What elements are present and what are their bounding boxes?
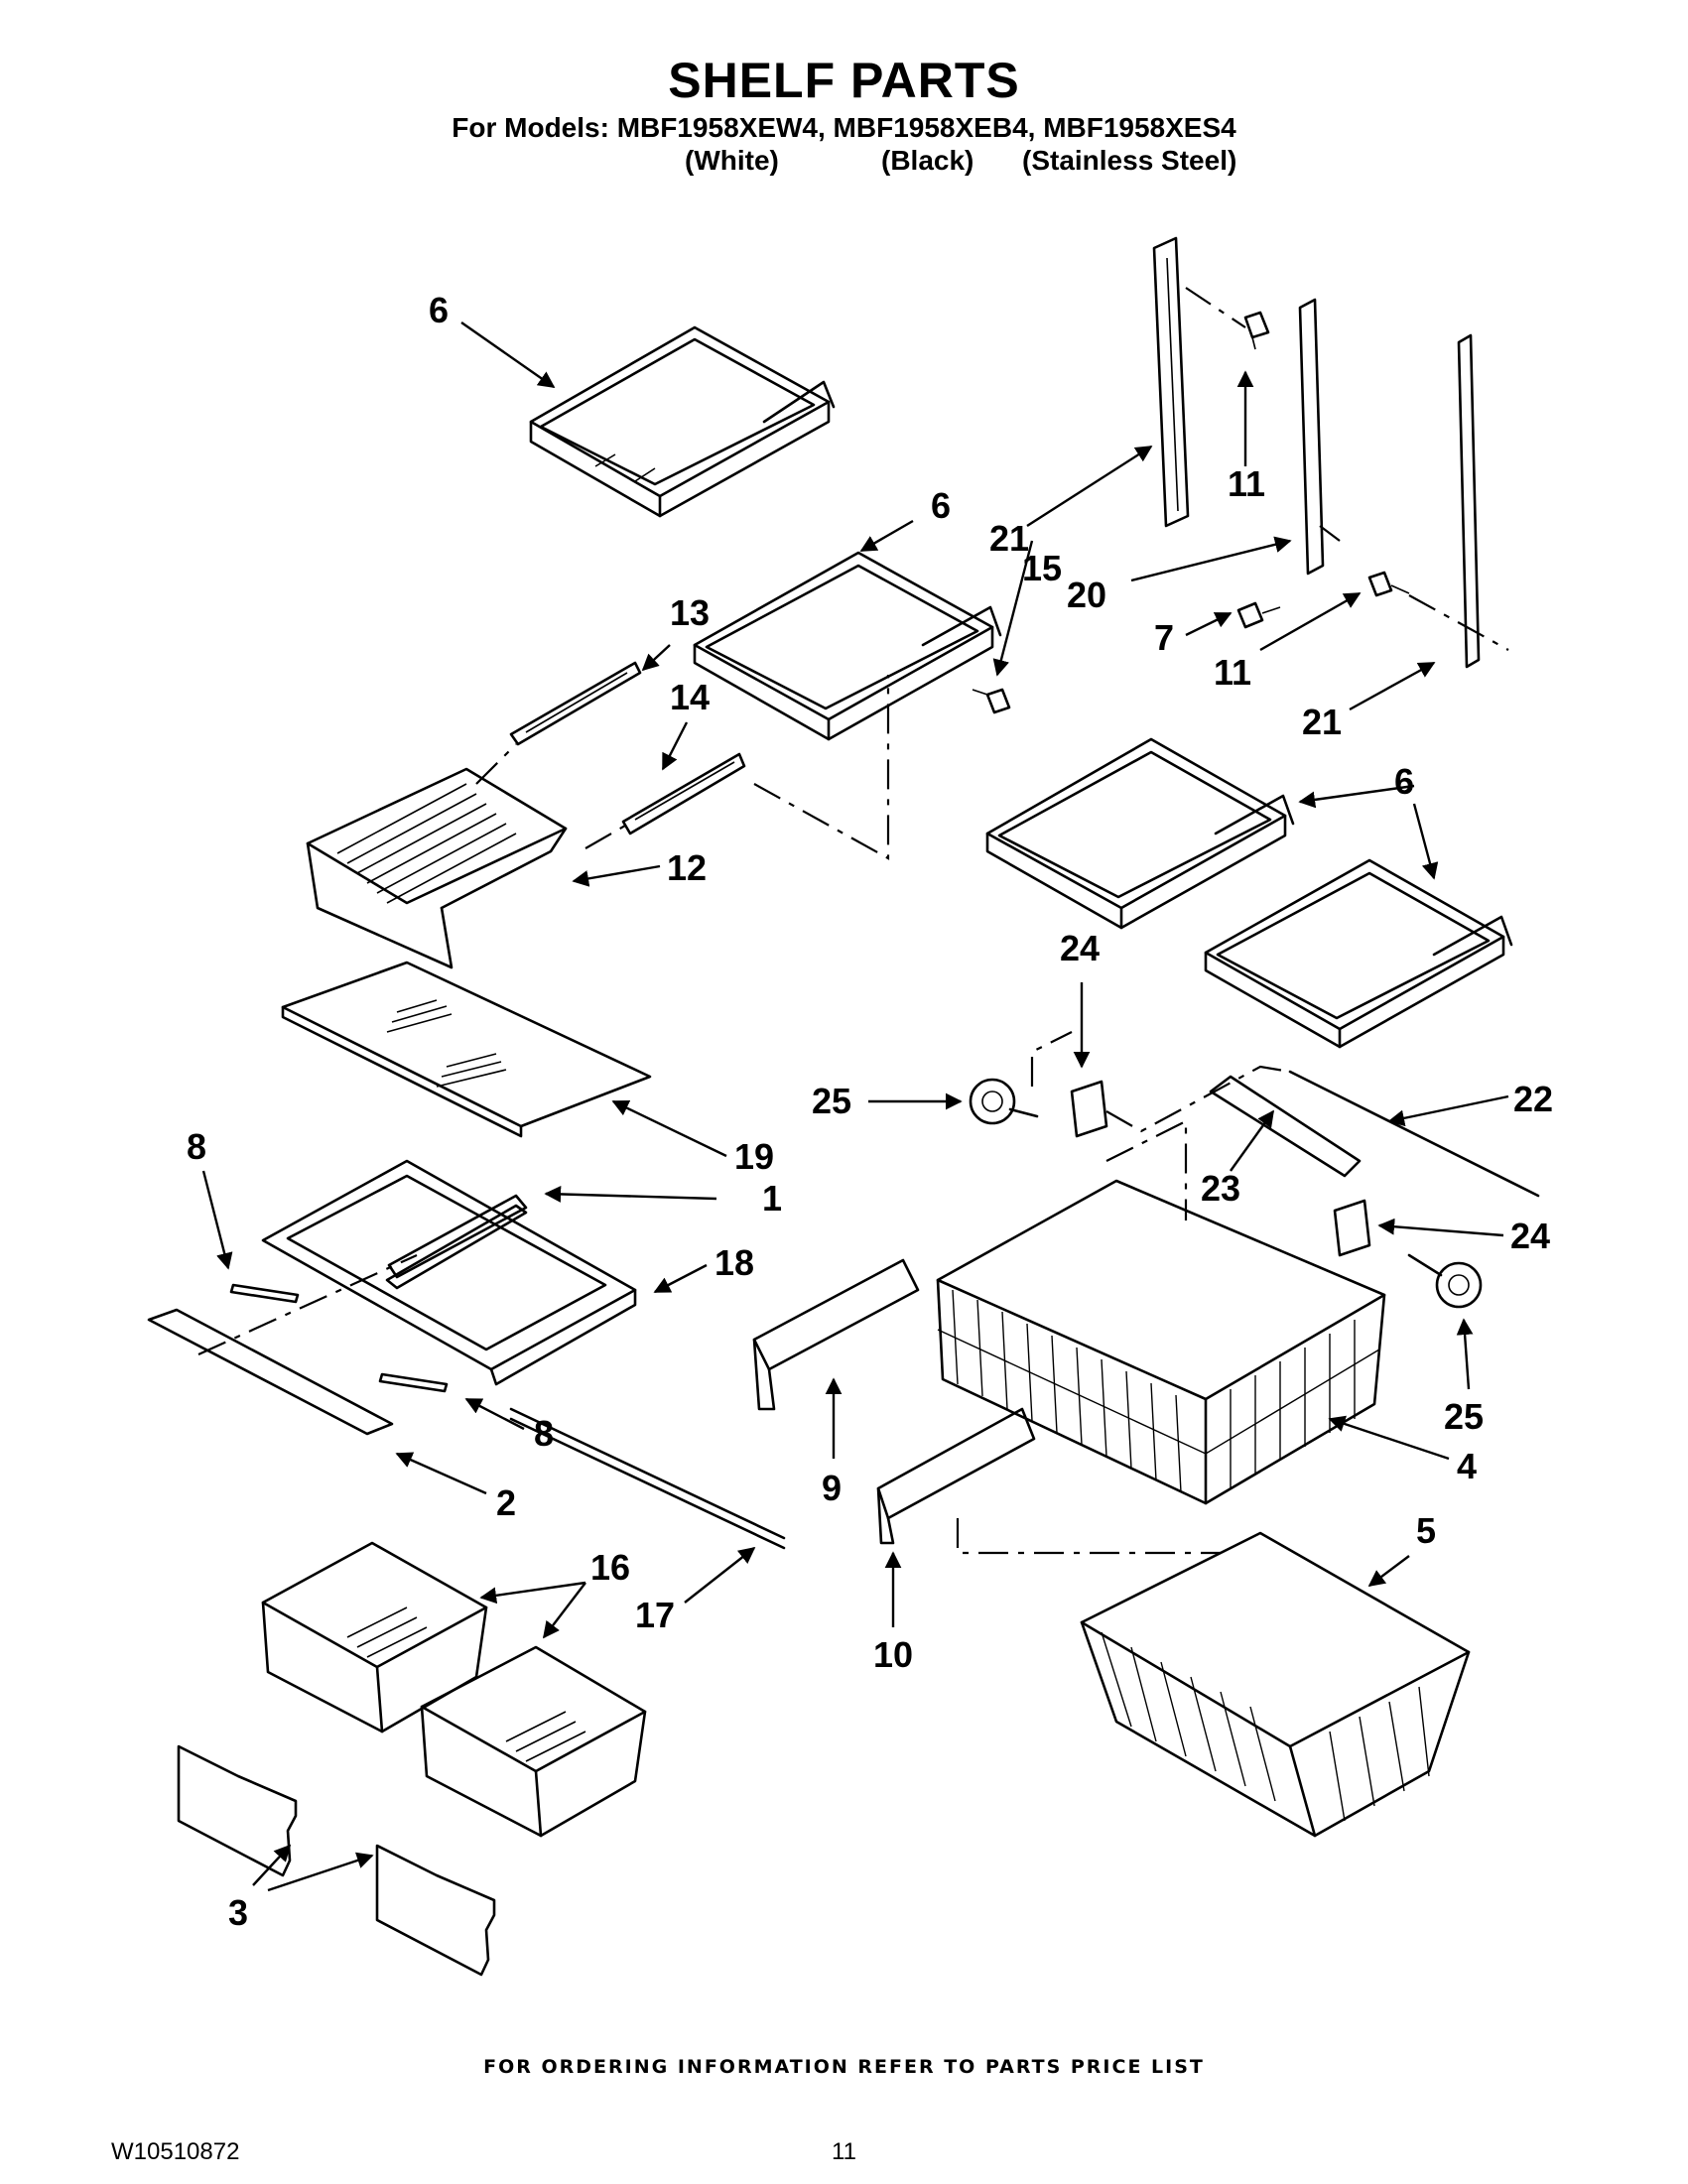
variant-white: (White) — [685, 145, 779, 176]
callout-24: 24 — [1510, 1216, 1550, 1256]
variant-stainless: (Stainless Steel) — [1022, 145, 1237, 176]
bracket-24-upper — [1030, 1031, 1108, 1138]
crisper-16-lower — [420, 1645, 647, 1838]
callout-20: 20 — [1067, 575, 1106, 615]
callout-13: 13 — [670, 592, 710, 633]
gear-25-upper — [969, 1078, 1039, 1125]
callout-25: 25 — [812, 1081, 851, 1121]
callout-10: 10 — [873, 1634, 913, 1675]
callout-21: 21 — [989, 518, 1029, 559]
drawer-trim-2 — [147, 1308, 394, 1436]
callout-4: 4 — [1457, 1446, 1477, 1486]
callout-3: 3 — [228, 1892, 248, 1933]
callout-16: 16 — [590, 1547, 630, 1588]
divider-10 — [876, 1407, 1036, 1545]
crisper-drawer-12 — [306, 767, 568, 969]
page-title: SHELF PARTS — [668, 53, 1020, 108]
callout-23: 23 — [1201, 1168, 1240, 1209]
shelf-ladder-right — [1457, 333, 1481, 669]
callout-14: 14 — [670, 677, 710, 717]
glass-shelf-right-upper — [985, 737, 1295, 930]
glass-shelf-right-lower — [1204, 858, 1513, 1049]
screw-11-top — [1243, 311, 1270, 350]
callout-8: 8 — [187, 1126, 206, 1167]
document-number: W10510872 — [111, 2138, 240, 2165]
callout-labels: 6 6 6 11 21 15 20 7 11 21 13 14 12 24 25… — [187, 290, 1553, 1933]
crisper-handle-3-right — [375, 1844, 496, 1977]
drawer-support-8-left — [229, 1283, 300, 1304]
callout-24: 24 — [1060, 928, 1100, 968]
callout-5: 5 — [1416, 1510, 1436, 1551]
callout-6: 6 — [429, 290, 449, 330]
drawer-support-8-right — [378, 1372, 449, 1393]
callout-25: 25 — [1444, 1396, 1484, 1437]
lower-basket-5 — [1080, 1531, 1471, 1838]
ordering-note: FOR ORDERING INFORMATION REFER TO PARTS … — [483, 2056, 1205, 2078]
rod-17 — [509, 1407, 786, 1550]
divider-9 — [752, 1258, 920, 1411]
callout-11: 11 — [1228, 463, 1265, 504]
gear-25-lower — [1407, 1253, 1483, 1309]
callout-9: 9 — [822, 1468, 842, 1508]
crisper-16-upper — [261, 1541, 488, 1734]
callout-1: 1 — [762, 1178, 782, 1219]
wire-basket-4 — [936, 1179, 1386, 1505]
slide-23 — [1209, 1075, 1362, 1178]
callout-18: 18 — [714, 1242, 754, 1283]
glass-shelf-19 — [281, 961, 652, 1138]
shelf-ladder-left — [1152, 236, 1190, 528]
callout-11: 11 — [1214, 652, 1251, 693]
screw-15 — [972, 688, 1011, 714]
screw-7 — [1236, 601, 1281, 629]
crisper-handle-3-left — [177, 1744, 298, 1877]
glass-shelf-middle — [693, 551, 1002, 741]
leader-lines — [201, 321, 1509, 1892]
model-list: For Models: MBF1958XEW4, MBF1958XEB4, MB… — [452, 112, 1236, 143]
page-number: 11 — [832, 2138, 856, 2165]
deli-drawer-frame-18 — [261, 1159, 637, 1386]
variant-black: (Black) — [881, 145, 974, 176]
callout-22: 22 — [1513, 1079, 1553, 1119]
slide-rail-14 — [621, 752, 746, 835]
callout-21: 21 — [1302, 702, 1342, 742]
bracket-24-lower — [1333, 1199, 1371, 1257]
callout-12: 12 — [667, 847, 707, 888]
screw-11-lower — [1367, 571, 1410, 597]
glass-shelf-top-left — [529, 325, 836, 518]
callout-19: 19 — [734, 1136, 774, 1177]
drawer-rail-1 — [387, 1194, 528, 1279]
callout-6: 6 — [1394, 761, 1414, 802]
callout-17: 17 — [635, 1595, 675, 1635]
callout-6: 6 — [931, 485, 951, 526]
callout-15: 15 — [1022, 548, 1062, 588]
rod-22 — [1288, 1070, 1540, 1198]
callout-7: 7 — [1154, 617, 1174, 658]
callout-2: 2 — [496, 1482, 516, 1523]
slide-rail-13 — [509, 661, 642, 746]
callout-8: 8 — [534, 1413, 554, 1454]
shelf-ladder-center — [1298, 298, 1325, 576]
